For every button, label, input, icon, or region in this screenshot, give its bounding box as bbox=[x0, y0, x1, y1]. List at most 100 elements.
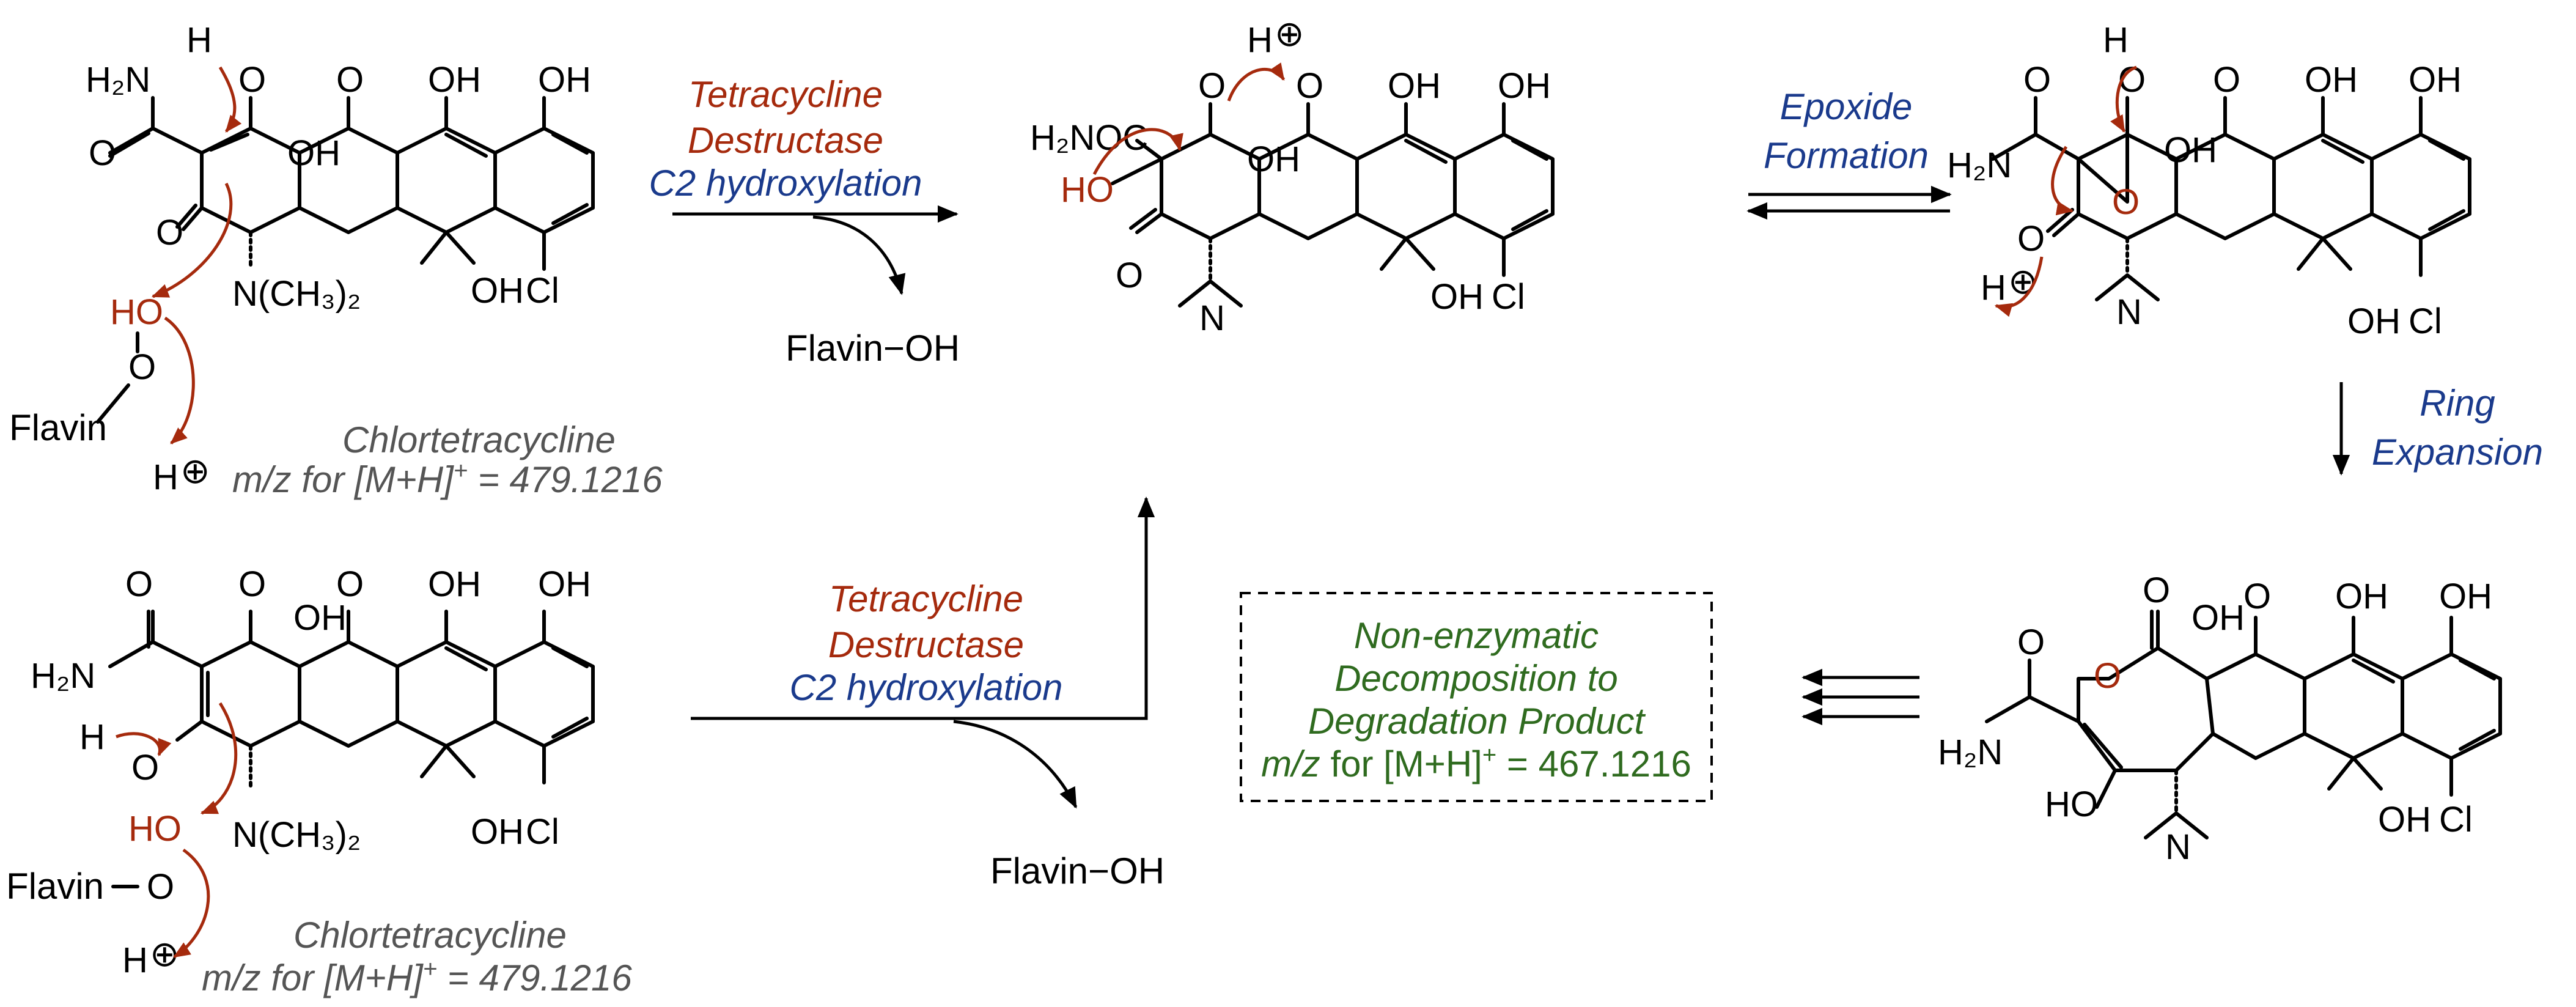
atom-o: O bbox=[1296, 66, 1323, 106]
atom-o: O bbox=[128, 347, 156, 387]
plus-charge: ⊕ bbox=[1275, 14, 1305, 54]
atom-o: O bbox=[2017, 219, 2045, 259]
atom-oh: OH bbox=[428, 60, 481, 100]
hydroxylated-intermediate: H₂NOC HO O O OH O OH OH H ⊕ N OH Cl bbox=[1030, 14, 1555, 338]
atom-cl: Cl bbox=[1492, 277, 1525, 317]
atom-oh: OH bbox=[293, 598, 347, 638]
atom-h: H bbox=[122, 940, 148, 980]
atom-oh: OH bbox=[1247, 139, 1300, 179]
atom-o: O bbox=[2213, 60, 2240, 100]
atom-oh: OH bbox=[2191, 598, 2245, 638]
atom-o: O bbox=[89, 133, 116, 173]
atom-h: H bbox=[153, 457, 178, 497]
amine-n: N bbox=[1199, 298, 1225, 338]
atom-o: O bbox=[147, 867, 174, 907]
atom-oh: OH bbox=[2378, 800, 2431, 839]
mass-caption: m/z for [M+H]+ = 479.1216 bbox=[202, 956, 632, 998]
process-label: C2 hydroxylation bbox=[790, 667, 1063, 708]
byproduct-arrow bbox=[812, 215, 906, 295]
atom-o: O bbox=[2017, 622, 2045, 662]
process-label: C2 hydroxylation bbox=[649, 163, 922, 204]
compound-name: Chlortetracycline bbox=[342, 419, 616, 460]
atom-o: O bbox=[238, 564, 266, 604]
atom-oh: OH bbox=[2347, 301, 2401, 341]
atom-h: H bbox=[2103, 20, 2129, 60]
enzyme-label: Destructase bbox=[688, 120, 883, 161]
atom-oh: OH bbox=[2335, 577, 2388, 616]
byproduct-label: Flavin−OH bbox=[786, 328, 960, 369]
amide-label: H₂N bbox=[1947, 146, 2012, 185]
dimethylamino-label: N(CH₃)₂ bbox=[232, 815, 361, 855]
atom-o: O bbox=[336, 564, 364, 604]
dimethylamino-label: N(CH₃)₂ bbox=[232, 274, 361, 314]
lactone-o: O bbox=[2094, 656, 2121, 696]
atom-ho: HO bbox=[110, 292, 163, 332]
decomposition-label: Non-enzymatic bbox=[1354, 615, 1599, 656]
atom-o: O bbox=[238, 60, 266, 100]
dashed-box bbox=[1240, 592, 1713, 802]
flavin-label: Flavin bbox=[6, 866, 104, 907]
atom-oh: OH bbox=[428, 564, 481, 604]
atom-ho: HO bbox=[2045, 784, 2098, 824]
atom-oh: OH bbox=[2409, 60, 2462, 100]
atom-ho: HO bbox=[128, 809, 182, 849]
process-label: Ring bbox=[2420, 383, 2495, 424]
atom-o: O bbox=[125, 564, 153, 604]
decomposition-label: Decomposition to bbox=[1334, 658, 1618, 699]
multistep-arrows bbox=[1801, 668, 1919, 726]
enzyme-label: Tetracycline bbox=[688, 74, 883, 115]
atom-o: O bbox=[2143, 570, 2170, 610]
plus-charge: ⊕ bbox=[150, 934, 180, 974]
step2-equilibrium: Epoxide Formation bbox=[1746, 86, 1952, 220]
decomposition-box: Non-enzymatic Decomposition to Degradati… bbox=[1240, 592, 1713, 802]
atom-o: O bbox=[2243, 577, 2271, 616]
flavin-label: Flavin bbox=[9, 407, 107, 448]
atom-oh: OH bbox=[1498, 66, 1551, 106]
amide-label: H₂N bbox=[1938, 732, 2003, 772]
atom-oh: OH bbox=[538, 564, 591, 604]
atom-o: O bbox=[131, 748, 159, 788]
amide-label: H₂N bbox=[86, 60, 150, 100]
enzyme-label: Destructase bbox=[828, 624, 1024, 665]
atom-cl: Cl bbox=[2409, 301, 2442, 341]
atom-cl: Cl bbox=[526, 271, 559, 311]
atom-cl: Cl bbox=[2439, 800, 2473, 839]
step1-arrow-group: Tetracycline Destructase C2 hydroxylatio… bbox=[649, 74, 960, 369]
atom-o: O bbox=[2023, 60, 2051, 100]
atom-oh: OH bbox=[1430, 277, 1484, 317]
byproduct-arrow bbox=[953, 720, 1078, 809]
atom-oh: OH bbox=[471, 812, 524, 852]
reaction-arrow bbox=[691, 496, 1155, 720]
hydroxyl-label: HO bbox=[1061, 170, 1114, 210]
atom-h: H bbox=[186, 20, 212, 60]
atom-oh: OH bbox=[2439, 577, 2492, 616]
atom-o: O bbox=[336, 60, 364, 100]
atom-o: O bbox=[156, 213, 183, 253]
amine-n: N bbox=[2165, 827, 2191, 867]
chlortetracycline-top: H₂N O O H O OH O OH OH N(CH₃)₂ OH Cl HO … bbox=[9, 20, 663, 500]
decomposition-label: Degradation Product bbox=[1308, 701, 1646, 742]
compound-name: Chlortetracycline bbox=[293, 915, 567, 956]
step1b-arrow-group: Tetracycline Destructase C2 hydroxylatio… bbox=[691, 496, 1165, 891]
epoxide-o: O bbox=[2112, 182, 2140, 222]
enzyme-label: Tetracycline bbox=[829, 578, 1023, 619]
atom-h: H bbox=[79, 717, 105, 757]
atom-oh: OH bbox=[538, 60, 591, 100]
mass-caption: m/z for [M+H]+ = 479.1216 bbox=[232, 457, 663, 500]
step3-arrow-group: Ring Expansion bbox=[2332, 382, 2543, 476]
atom-o: O bbox=[1116, 256, 1143, 295]
atom-oh: OH bbox=[471, 271, 524, 311]
atom-oh: OH bbox=[1388, 66, 1441, 106]
atom-cl: Cl bbox=[526, 812, 559, 852]
atom-h: H bbox=[1247, 20, 1273, 60]
amine-n: N bbox=[2116, 292, 2142, 332]
carboxamide-label: H₂NOC bbox=[1030, 118, 1148, 158]
degradation-mass: m/z for [M+H]+ = 467.1216 bbox=[1261, 742, 1691, 784]
amide-label: H₂N bbox=[31, 656, 95, 696]
epoxide-intermediate: H₂N O O O H OH O OH OH O H ⊕ N OH Cl bbox=[1947, 20, 2471, 341]
process-label: Formation bbox=[1764, 135, 1929, 176]
process-label: Epoxide bbox=[1780, 86, 1913, 127]
ring-expanded-lactone: O O H₂N HO O OH O OH OH N OH Cl bbox=[1938, 570, 2502, 867]
byproduct-label: Flavin−OH bbox=[990, 850, 1165, 891]
